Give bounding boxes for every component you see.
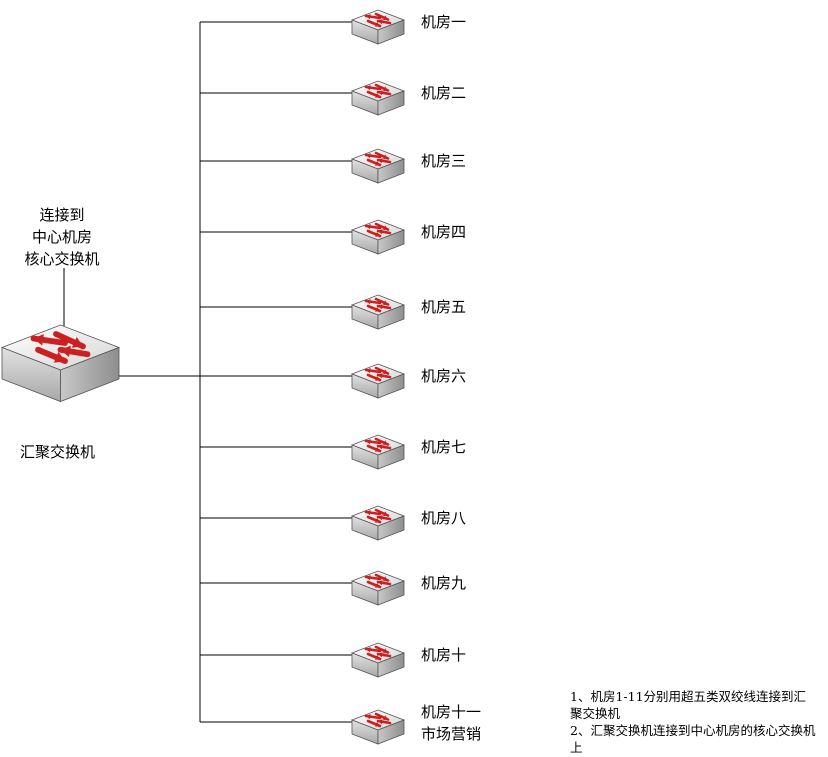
core-label-line-2: 中心机房 — [31, 228, 92, 246]
aggregation-switch-icon — [0, 324, 121, 403]
room-label: 机房十一市场营销 — [421, 701, 481, 745]
room-label-text: 机房十一 — [421, 703, 482, 721]
room-label: 机房九 — [421, 574, 467, 592]
room-label: 机房十 — [421, 646, 467, 664]
notes: 1、机房1-11分别用超五类双绞线连接到汇聚交换机 2、汇聚交换机连接到中心机房… — [570, 688, 818, 756]
room-label: 机房五 — [421, 298, 467, 316]
switch-icon — [350, 80, 406, 116]
room-sublabel-text: 市场营销 — [421, 725, 482, 743]
switch-icon — [350, 219, 406, 255]
switch-icon — [350, 9, 406, 45]
switch-icon — [350, 505, 406, 541]
room-switches — [350, 9, 406, 745]
switch-icon — [350, 709, 406, 745]
switch-icon — [350, 570, 406, 606]
core-label-line-1: 连接到 — [39, 206, 85, 224]
room-label: 机房四 — [421, 223, 467, 241]
core-label-line-3: 核心交换机 — [24, 250, 100, 268]
room-label: 机房一 — [421, 13, 467, 31]
switch-icon — [350, 148, 406, 184]
room-label: 机房八 — [421, 509, 467, 527]
note-1: 1、机房1-11分别用超五类双绞线连接到汇聚交换机 — [570, 689, 807, 721]
room-label: 机房二 — [421, 84, 467, 102]
switch-icon — [350, 363, 406, 399]
switch-icon — [350, 434, 406, 470]
core-switch-label: 连接到 中心机房 核心交换机 — [14, 204, 110, 270]
connection-lines — [63, 21, 352, 723]
room-label: 机房六 — [421, 367, 467, 385]
room-label: 机房三 — [421, 152, 467, 170]
switch-icon — [350, 642, 406, 678]
aggregation-switch-label: 汇聚交换机 — [20, 443, 96, 461]
switch-icon — [350, 294, 406, 330]
room-label: 机房七 — [421, 438, 467, 456]
note-2: 2、汇聚交换机连接到中心机房的核心交换机上 — [570, 723, 816, 755]
